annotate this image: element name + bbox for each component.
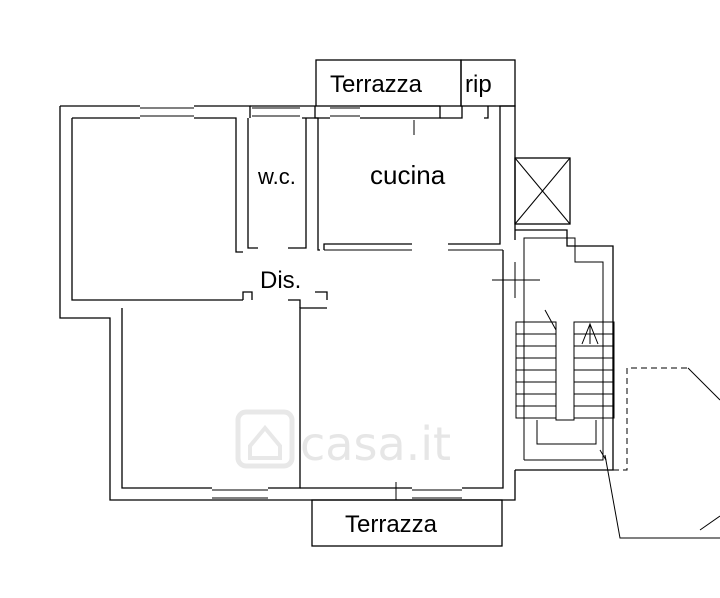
terrace-bottom-label: Terrazza xyxy=(345,511,438,538)
watermark-text: casa.it xyxy=(300,417,451,471)
wc-label: w.c. xyxy=(257,164,296,189)
shaft-x xyxy=(514,157,571,225)
storage: rip xyxy=(460,59,516,107)
up-arrow-icon xyxy=(581,322,599,345)
stairwell xyxy=(515,229,615,471)
outer-walls xyxy=(59,105,516,501)
neighbour-area xyxy=(604,367,720,539)
terrace-bottom: Terrazza xyxy=(311,499,503,547)
terrace-top: Terrazza xyxy=(315,59,462,107)
storage-label: rip xyxy=(465,71,492,98)
watermark: casa.it xyxy=(235,409,451,471)
kitchen-label: cucina xyxy=(370,160,446,190)
terrace-top-label: Terrazza xyxy=(330,71,423,98)
hall-label: Dis. xyxy=(260,267,301,294)
internal-lines xyxy=(395,120,540,500)
house-icon xyxy=(248,424,282,460)
watermark-logo-box xyxy=(235,409,295,469)
